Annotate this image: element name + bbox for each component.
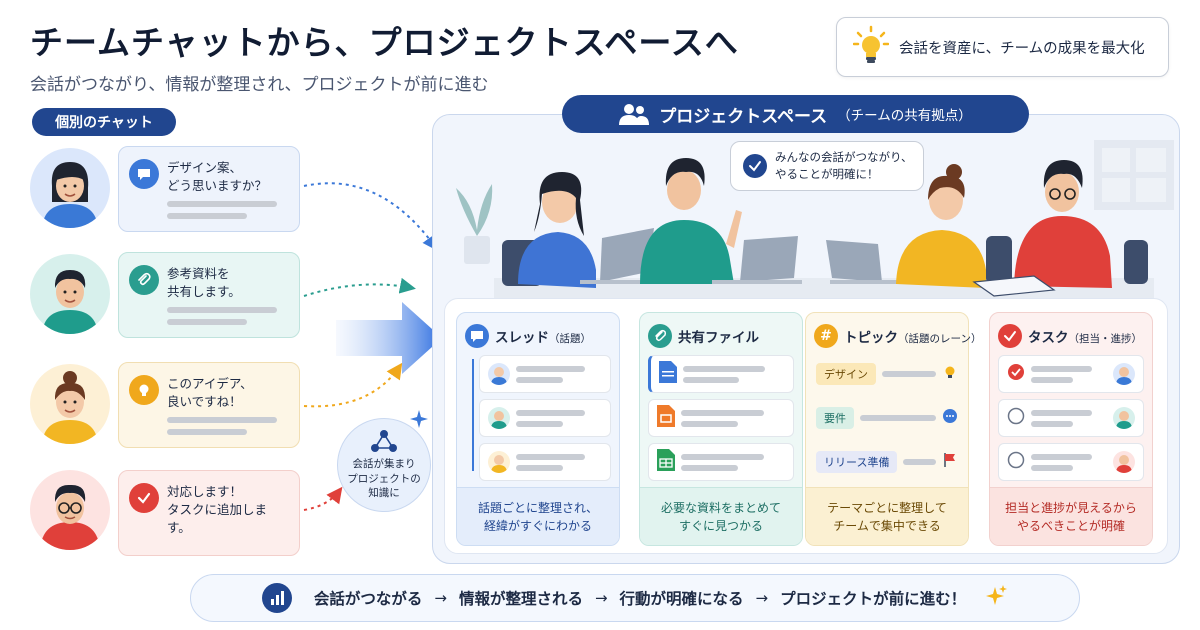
threads-title: スレッド（話題） — [495, 330, 591, 346]
text-placeholder-line — [167, 417, 277, 424]
topics-footer: テーマごとに整理して チームで集中できる — [806, 487, 968, 545]
thread-item[interactable] — [479, 355, 611, 393]
chat-message: デザイン案、 どう思いますか？ — [167, 160, 268, 194]
tasks-title: タスク（担当・進捗） — [1028, 330, 1142, 346]
topic-tag-design[interactable]: デザイン — [816, 363, 876, 385]
flow-arrow: → — [434, 589, 447, 607]
sparkle-icon — [410, 410, 428, 428]
chat-bubble-icon — [942, 408, 958, 428]
thread-item[interactable] — [479, 399, 611, 437]
topics-card[interactable]: # トピック（話題のレーン） デザイン 要件 リリース準備 テーマごとに整理して… — [805, 312, 981, 546]
document-icon — [659, 361, 677, 387]
topics-title: トピック（話題のレーン） — [844, 330, 982, 346]
threads-card[interactable]: スレッド（話題） 話題ごとに整理され、 経緯がすぐにわかる — [456, 312, 620, 546]
chat-card-2[interactable]: 参考資料を 共有します。 — [118, 252, 300, 338]
avatar — [488, 451, 510, 473]
topic-lane[interactable]: デザイン — [814, 355, 960, 393]
checkmark-icon — [129, 483, 159, 513]
spreadsheet-icon — [657, 449, 675, 475]
avatar-woman-blue — [30, 148, 110, 228]
paperclip-icon — [129, 265, 159, 295]
task-item[interactable] — [998, 443, 1144, 481]
page-title: チームチャットから、プロジェクトスペースへ — [30, 23, 739, 62]
flow-arrow: → — [755, 589, 769, 607]
thread-item[interactable] — [479, 443, 611, 481]
chat-card-3[interactable]: このアイデア、 良いですね！ — [118, 362, 300, 448]
lightbulb-icon — [942, 364, 958, 384]
slides-icon — [657, 405, 675, 431]
sparkle-icon — [986, 585, 1008, 611]
chat-message: 対応します！ タスクに追加します。 — [167, 484, 268, 536]
flow-arrow: → — [594, 589, 608, 607]
lightbulb-icon — [852, 25, 890, 69]
big-arrow-right — [336, 302, 442, 374]
task-unchecked-icon[interactable] — [1007, 451, 1025, 473]
people-icon — [619, 104, 650, 125]
avatar — [488, 363, 510, 385]
shared-files-card[interactable]: 共有ファイル 必要な資料をまとめて すぐに見つかる — [639, 312, 803, 546]
chat-bubble-icon — [129, 159, 159, 189]
network-icon — [371, 429, 397, 452]
file-item[interactable] — [648, 355, 794, 393]
topic-tag-release[interactable]: リリース準備 — [816, 451, 898, 473]
topic-tag-requirements[interactable]: 要件 — [816, 407, 854, 429]
text-placeholder-line — [167, 213, 247, 220]
avatar-man-teal — [30, 254, 110, 334]
chat-message: 参考資料を 共有します。 — [167, 266, 241, 300]
chat-message: このアイデア、 良いですね！ — [167, 376, 253, 410]
flow-step-3: 行動が明確になる — [619, 590, 744, 608]
task-unchecked-icon[interactable] — [1007, 407, 1025, 429]
chat-card-4[interactable]: 対応します！ タスクに追加します。 — [118, 470, 300, 556]
flow-bar: 会話がつながる → 情報が整理される → 行動が明確になる → プロジェクトが前… — [190, 574, 1080, 622]
bar-chart-icon — [261, 583, 292, 613]
individual-chat-pill: 個別のチャット — [32, 108, 176, 136]
flag-icon — [942, 452, 958, 472]
thread-timeline — [472, 359, 474, 471]
lightbulb-icon — [129, 375, 159, 405]
avatar-man-red — [30, 470, 110, 550]
avatar-woman-yellow — [30, 364, 110, 444]
team-meeting-illustration — [456, 140, 1174, 300]
chat-card-1[interactable]: デザイン案、 どう思いますか？ — [118, 146, 300, 232]
speech-text: みんなの会話がつながり、 やることが明確に！ — [775, 150, 913, 181]
task-item[interactable] — [998, 399, 1144, 437]
task-checked-icon[interactable] — [1007, 363, 1025, 385]
avatar — [488, 407, 510, 429]
knowledge-circle: 会話が集まり プロジェクトの 知識に — [337, 418, 431, 512]
hashtag-icon: # — [814, 324, 838, 348]
page-subtitle: 会話がつながり、情報が整理され、プロジェクトが前に進む — [30, 75, 489, 95]
topic-lane[interactable]: 要件 — [814, 399, 960, 437]
flow-step-4: プロジェクトが前に進む！ — [780, 590, 967, 608]
tasks-card[interactable]: タスク（担当・進捗） 担当と進捗が見えるから やるべきことが明確 — [989, 312, 1153, 546]
chat-bubble-icon — [465, 324, 489, 348]
file-item[interactable] — [648, 399, 794, 437]
file-item[interactable] — [648, 443, 794, 481]
task-item[interactable] — [998, 355, 1144, 393]
text-placeholder-line — [167, 307, 277, 314]
project-space-title-sub: （チームの共有拠点） — [837, 108, 972, 124]
project-space-title: プロジェクトスペース （チームの共有拠点） — [562, 95, 1029, 133]
flow-step-2: 情報が整理される — [458, 590, 583, 608]
shared-files-footer: 必要な資料をまとめて すぐに見つかる — [640, 487, 802, 545]
tasks-footer: 担当と進捗が見えるから やるべきことが明確 — [990, 487, 1152, 545]
avatar — [1113, 363, 1135, 385]
avatar — [1113, 451, 1135, 473]
project-space-title-text: プロジェクトスペース — [659, 106, 828, 127]
knowledge-text: 会話が集まり プロジェクトの 知識に — [347, 457, 421, 500]
paperclip-icon — [648, 324, 672, 348]
text-placeholder-line — [167, 429, 247, 436]
flow-step-1: 会話がつながる — [313, 590, 423, 608]
tagline-box: 会話を資産に、チームの成果を最大化 — [836, 17, 1169, 77]
avatar — [1113, 407, 1135, 429]
tagline-text: 会話を資産に、チームの成果を最大化 — [899, 40, 1145, 57]
shared-files-title: 共有ファイル — [678, 330, 759, 346]
text-placeholder-line — [167, 319, 247, 326]
topic-lane[interactable]: リリース準備 — [814, 443, 960, 481]
speech-bubble: みんなの会話がつながり、 やることが明確に！ — [730, 141, 924, 191]
text-placeholder-line — [167, 201, 277, 208]
dotted-connectors — [303, 182, 439, 511]
checkmark-icon — [998, 324, 1022, 348]
checkmark-icon — [743, 154, 767, 178]
threads-footer: 話題ごとに整理され、 経緯がすぐにわかる — [457, 487, 619, 545]
